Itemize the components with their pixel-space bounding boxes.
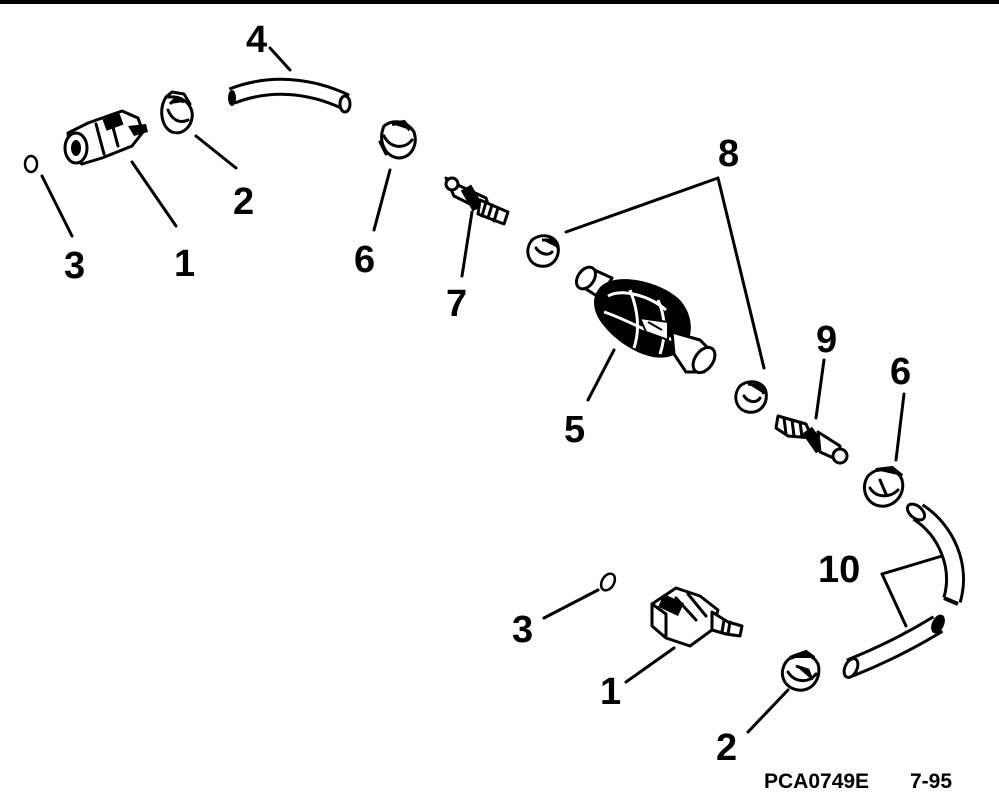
connector-part-1-lower	[650, 586, 744, 648]
leader-1-upper	[130, 160, 178, 228]
leader-9	[814, 358, 826, 420]
o-ring-part-3-lower	[599, 572, 617, 592]
connector-part-1-upper	[63, 109, 148, 166]
callout-6-upper: 6	[354, 239, 375, 281]
leader-6-lower	[894, 392, 906, 462]
leader-4	[268, 46, 292, 72]
clamp-part-2-upper	[160, 90, 194, 135]
o-ring-part-3-upper	[23, 154, 39, 174]
leader-8-a	[564, 176, 720, 234]
callout-2-upper: 2	[233, 181, 254, 223]
leader-7	[460, 210, 474, 278]
leader-8-b	[716, 176, 766, 370]
leader-1-lower	[624, 646, 676, 684]
leader-10-b	[880, 572, 908, 628]
fitting-part-9	[774, 414, 849, 465]
leader-6-upper	[372, 168, 392, 232]
hose-part-10-lower	[842, 614, 945, 679]
clamp-part-2-lower	[781, 649, 821, 692]
leader-2-lower	[746, 688, 790, 734]
callout-9: 9	[816, 319, 837, 361]
leader-3-upper	[40, 174, 74, 238]
fitting-part-7	[444, 176, 510, 226]
callout-10: 10	[818, 549, 860, 591]
retainer-part-8-lower	[734, 380, 768, 414]
callout-7: 7	[446, 283, 467, 325]
callout-5: 5	[564, 409, 585, 451]
retainer-part-8-upper	[526, 234, 560, 268]
part-code: PCA0749E	[764, 770, 869, 793]
clamp-part-6-upper	[378, 119, 417, 160]
callout-2-lower: 2	[716, 727, 737, 769]
leader-3-lower	[542, 588, 600, 620]
hose-part-4	[228, 77, 352, 114]
callout-1-upper: 1	[174, 243, 195, 285]
callout-3-lower: 3	[512, 609, 533, 651]
date-code: 7-95	[910, 770, 952, 793]
callout-1-lower: 1	[600, 671, 621, 713]
leader-2-upper	[194, 134, 238, 170]
primer-bulb-part-5	[574, 265, 717, 375]
callout-3-upper: 3	[64, 245, 85, 287]
callout-4: 4	[246, 19, 267, 61]
clamp-part-6-lower	[863, 465, 905, 508]
leader-10-a	[880, 554, 944, 576]
top-border	[0, 0, 999, 4]
hose-part-10-upper	[905, 502, 965, 606]
callout-6-lower: 6	[890, 351, 911, 393]
leader-5	[586, 348, 616, 402]
callout-8: 8	[718, 133, 739, 175]
